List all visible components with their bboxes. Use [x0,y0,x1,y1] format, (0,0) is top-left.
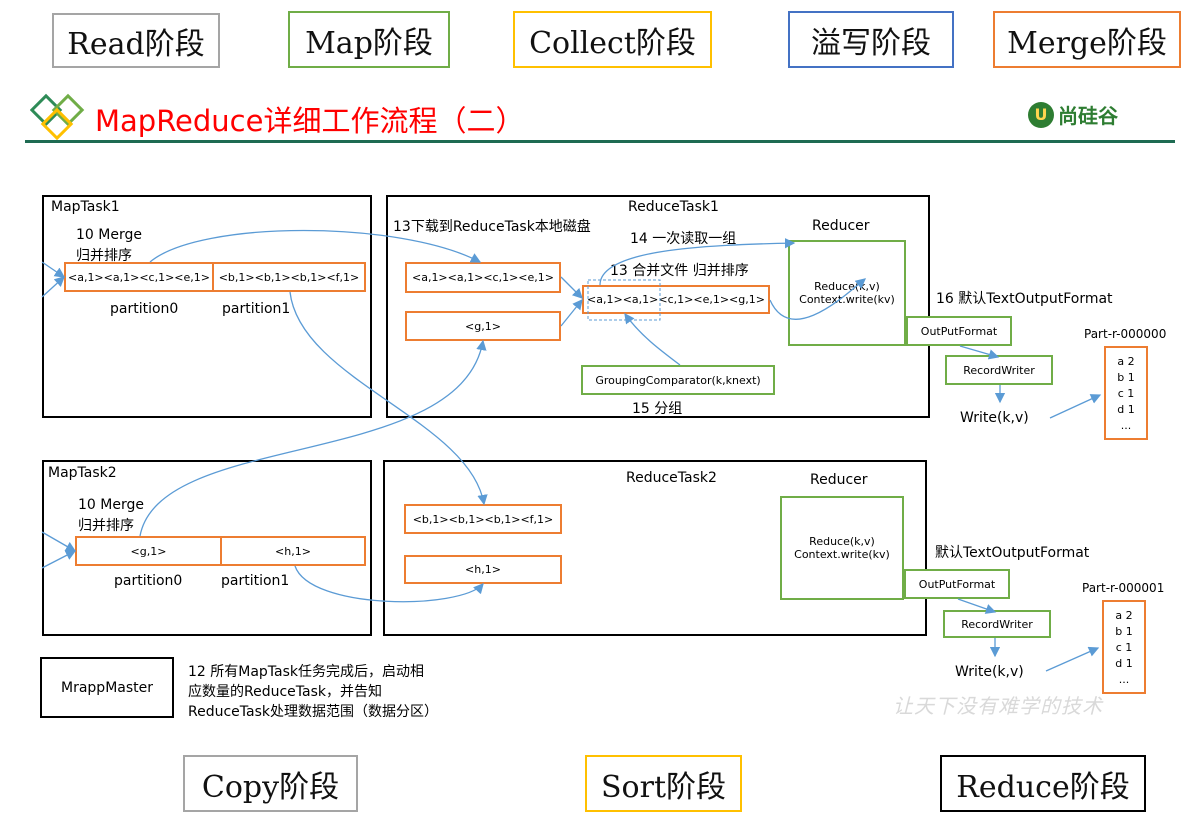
maptask1-partition1-label: partition1 [222,301,291,317]
reducetask1-title: ReduceTask1 [628,199,719,215]
output-format2-box: OutPutFormat [904,569,1010,599]
brand-u-icon: U [1028,101,1054,128]
reducetask2-input2-box: <h,1> [404,555,562,584]
output-file1-line: a 2 [1117,355,1135,368]
output-file1-line: c 1 [1117,387,1135,400]
output-file2-line: d 1 [1115,657,1133,670]
reducetask2-default-output-label: 默认TextOutputFormat [935,545,1090,561]
master-note-line1: 12 所有MapTask任务完成后，启动相 [188,664,425,680]
reducer1-title: Reducer [812,218,870,234]
output-file2-box: a 2 b 1 c 1 d 1 ... [1102,600,1146,694]
maptask2-merge-label2: 归并排序 [78,518,134,534]
reducer1-line1: Reduce(k,v) [814,280,880,293]
page-title: MapReduce详细工作流程（二） [95,104,525,138]
stage-reduce: Reduce阶段 [940,755,1146,812]
stage-collect: Collect阶段 [513,11,712,68]
reducer2-line1: Reduce(k,v) [809,535,875,548]
reducetask1-download-label: 13下载到ReduceTask本地磁盘 [393,219,591,235]
maptask2-partition1-box: <h,1> [220,536,366,566]
record-writer2-box: RecordWriter [943,610,1051,638]
stage-copy: Copy阶段 [183,755,358,812]
reducetask1-merge-sort-label: 13 合并文件 归并排序 [610,263,749,279]
maptask1-merge-label: 10 Merge [76,227,142,243]
arrow-write1-file1 [1049,394,1102,419]
slogan-watermark: 让天下没有难学的技术 [893,694,1103,718]
brand-name: 尚硅谷 [1058,104,1118,128]
reducetask2-title: ReduceTask2 [626,470,717,486]
maptask1-partition0-label: partition0 [110,301,179,317]
maptask2-merge-label: 10 Merge [78,497,144,513]
output-file2-name: Part-r-000001 [1082,581,1165,595]
output-file1-line: d 1 [1117,403,1135,416]
reducer2-box: Reduce(k,v) Context.write(kv) [780,496,904,600]
reducer1-box: Reduce(k,v) Context.write(kv) [788,240,906,346]
header-rule [25,140,1175,143]
stage-spill: 溢写阶段 [788,11,954,68]
grouping-comparator-box: GroupingComparator(k,knext) [581,365,775,395]
reducetask1-merged-box: <a,1><a,1><c,1><e,1><g,1> [582,285,770,314]
reducetask1-default-output-label: 16 默认TextOutputFormat [936,291,1113,307]
maptask1-title: MapTask1 [51,199,120,215]
stage-read: Read阶段 [52,13,220,68]
reducer1-line2: Context.write(kv) [799,293,895,306]
reducetask2-container [383,460,927,636]
maptask1-merge-label2: 归并排序 [76,248,132,264]
write1-label: Write(k,v) [960,410,1029,426]
write2-label: Write(k,v) [955,664,1024,680]
maptask2-partition0-box: <g,1> [75,536,222,566]
output-file2-line: c 1 [1115,641,1133,654]
output-format1-box: OutPutFormat [906,316,1012,346]
reducetask1-input2-box: <g,1> [405,311,561,341]
output-file2-line: ... [1118,673,1130,686]
reducetask2-input1-box: <b,1><b,1><b,1><f,1> [404,504,562,534]
stage-map: Map阶段 [288,11,450,68]
stage-sort: Sort阶段 [585,755,742,812]
maptask1-partition0-box: <a,1><a,1><c,1><e,1> [64,262,214,292]
reducer2-title: Reducer [810,472,868,488]
arrow-write2-file2 [1045,646,1100,672]
mrappmaster-label: MrappMaster [61,679,153,696]
reducer2-line2: Context.write(kv) [794,548,890,561]
mrappmaster-box: MrappMaster [40,657,174,718]
reducetask1-read-group-label: 14 一次读取一组 [630,231,737,247]
maptask2-partition1-label: partition1 [221,573,290,589]
output-file1-name: Part-r-000000 [1084,327,1167,341]
record-writer1-box: RecordWriter [945,355,1053,385]
maptask1-partition1-box: <b,1><b,1><b,1><f,1> [212,262,366,292]
output-file2-line: b 1 [1115,625,1133,638]
master-note-line2: 应数量的ReduceTask，并告知 [188,684,382,700]
maptask2-title: MapTask2 [48,465,117,481]
brand-logo: U 尚硅谷 [1028,100,1118,129]
output-file1-line: ... [1120,419,1132,432]
master-note-line3: ReduceTask处理数据范围（数据分区） [188,704,438,720]
output-file1-box: a 2 b 1 c 1 d 1 ... [1104,346,1148,440]
reducetask1-group-label: 15 分组 [632,401,683,417]
output-file1-line: b 1 [1117,371,1135,384]
output-file2-line: a 2 [1115,609,1133,622]
reducetask1-input1-box: <a,1><a,1><c,1><e,1> [405,262,561,293]
maptask2-partition0-label: partition0 [114,573,183,589]
logo-diamonds-icon [30,93,85,140]
stage-merge: Merge阶段 [993,11,1181,68]
